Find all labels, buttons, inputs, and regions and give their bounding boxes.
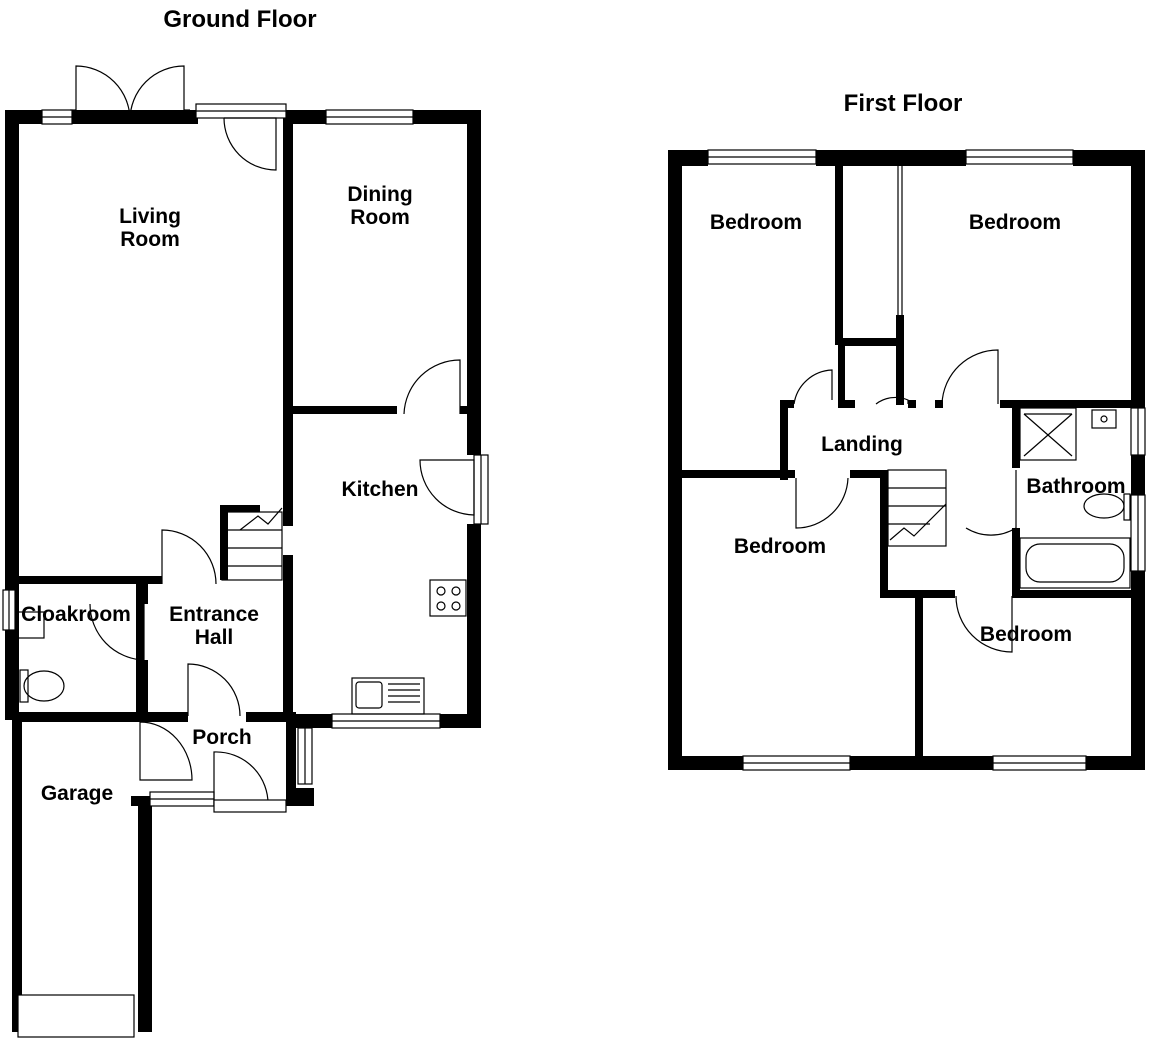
room-label-kitchen: Kitchen	[341, 478, 419, 501]
room-label-bedroom-front-right: Bedroom	[968, 211, 1062, 234]
window-living-room-right	[195, 103, 287, 119]
door-bedroom-front-right	[941, 349, 999, 405]
room-label-bedroom-front-left: Bedroom	[709, 211, 803, 234]
door-french-living-room	[70, 65, 190, 121]
garage-door	[17, 994, 135, 1038]
bathroom-toilet	[1083, 493, 1131, 521]
room-label-bedroom-rear-left: Bedroom	[733, 535, 827, 558]
cloakroom-basin	[17, 611, 45, 639]
door-bathroom	[965, 470, 1017, 536]
stairs-first	[887, 469, 947, 547]
door-cloakroom	[89, 603, 145, 661]
window-bedroom-front-right	[965, 149, 1074, 165]
room-label-porch: Porch	[192, 726, 252, 749]
first-floor-title: First Floor	[843, 90, 963, 117]
window-living-room-left	[41, 109, 73, 125]
room-label-living-room: Living Room	[119, 205, 181, 251]
room-label-entrance-hall: Entrance Hall	[169, 603, 259, 649]
wardrobe-sliding-doors	[897, 166, 903, 315]
shower-tray	[1019, 407, 1077, 461]
window-porch-side	[297, 727, 313, 785]
room-label-bathroom: Bathroom	[1026, 475, 1126, 498]
room-label-cloakroom: Cloakroom	[21, 603, 131, 626]
stairs-ground	[221, 507, 283, 581]
door-kitchen-to-dining	[403, 359, 461, 415]
room-label-landing: Landing	[821, 433, 903, 456]
walls	[5, 110, 1145, 1032]
ground-floor-title: Ground Floor	[163, 6, 317, 33]
room-label-dining-room: Dining Room	[347, 183, 413, 229]
window-cloakroom	[2, 589, 16, 631]
door-kitchen-side	[419, 459, 475, 516]
door-bedroom-rear-right	[955, 595, 1013, 653]
hob	[429, 579, 467, 617]
window-bedroom-front-left	[707, 149, 817, 165]
cloakroom-toilet	[19, 669, 65, 703]
bath-tub	[1019, 537, 1131, 589]
door-bedroom-front-left	[793, 369, 833, 405]
door-living-room-side	[223, 117, 277, 171]
window-dining-room	[325, 109, 414, 125]
window-kitchen-rear	[331, 713, 441, 729]
window-bathroom-bottom	[1130, 494, 1146, 572]
window-bathroom-top	[1130, 407, 1146, 456]
door-porch-garage	[139, 721, 193, 781]
bathroom-basin	[1091, 409, 1117, 429]
door-cupboard	[875, 396, 909, 405]
door-living-room-hall	[161, 529, 217, 585]
fixtures	[2, 65, 1146, 1038]
window-bedroom-rear-right	[992, 755, 1087, 771]
room-label-garage: Garage	[40, 782, 114, 805]
window-kitchen-side	[473, 454, 489, 525]
kitchen-sink	[351, 677, 425, 715]
room-label-bedroom-rear-right: Bedroom	[979, 623, 1073, 646]
door-porch-front	[213, 751, 287, 813]
window-bedroom-rear-left	[742, 755, 851, 771]
door-bedroom-rear-left	[795, 477, 849, 529]
window-porch-front	[149, 791, 215, 807]
door-hall-porch	[187, 663, 241, 717]
